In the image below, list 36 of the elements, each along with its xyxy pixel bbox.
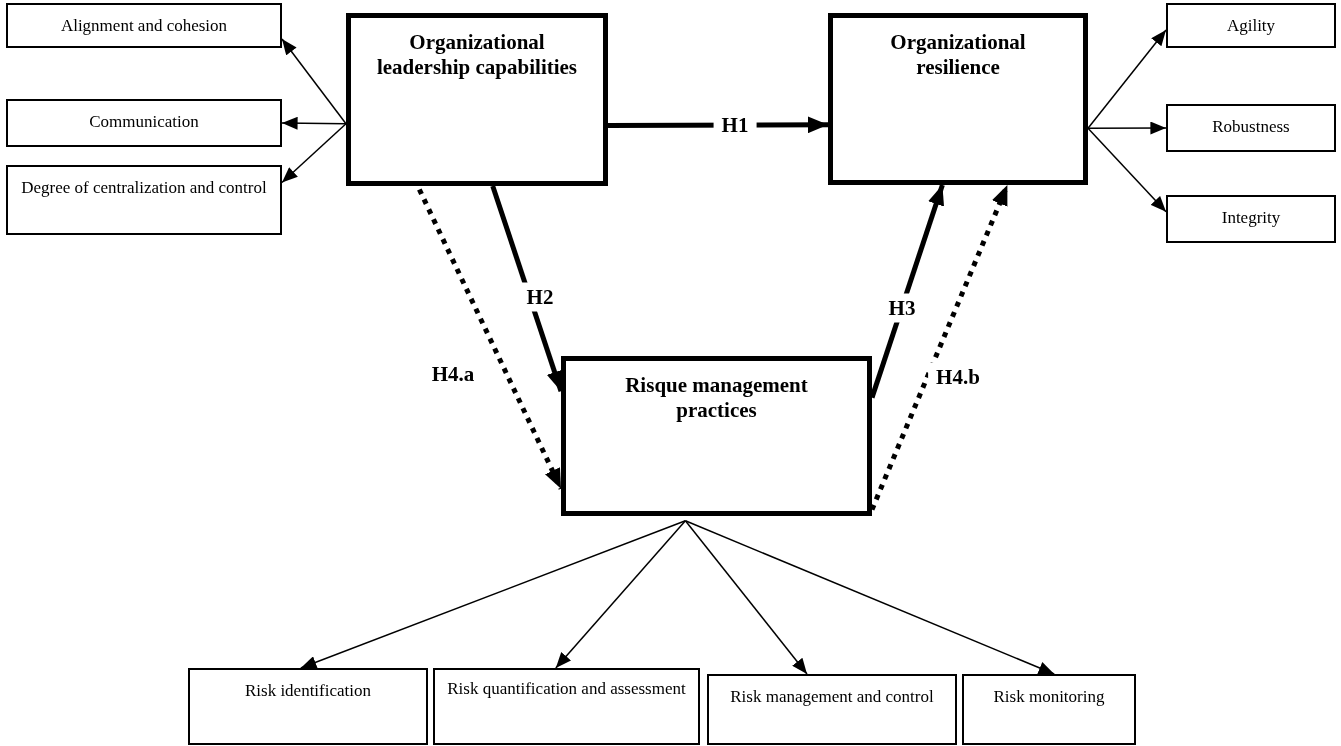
node-text: Risk management and control <box>730 686 934 708</box>
arrow <box>684 520 1055 675</box>
node-text: Risque management practices <box>624 373 809 424</box>
construct-box <box>346 13 608 186</box>
node-text: Communication <box>89 111 199 133</box>
dimension-box <box>1166 195 1336 243</box>
node-text: Agility <box>1226 15 1276 37</box>
node-text: Risk monitoring <box>993 686 1105 708</box>
dimension-box <box>6 99 282 147</box>
node-text: Degree of centralization and control <box>21 177 267 199</box>
construct-box <box>828 13 1088 185</box>
arrow <box>555 520 687 669</box>
dimension-box <box>1166 3 1336 48</box>
node-text: Robustness <box>1212 116 1290 138</box>
arrow <box>1087 29 1167 129</box>
arrow <box>281 38 347 125</box>
dimension-box <box>433 668 700 745</box>
node-text: Risk identification <box>244 680 372 702</box>
arrow <box>300 520 687 669</box>
arrow <box>684 520 808 675</box>
node-text: Organizational leadership capabilities <box>375 30 579 81</box>
node-text: Alignment and cohesion <box>60 15 228 37</box>
construct-box <box>561 356 872 516</box>
dimension-box <box>1166 104 1336 152</box>
dimension-box <box>707 674 957 745</box>
dimension-box <box>6 3 282 48</box>
node-text: Organizational resilience <box>889 30 1027 81</box>
dimension-box <box>188 668 428 745</box>
node-text: Integrity <box>1221 207 1281 229</box>
arrow <box>1087 121 1167 135</box>
arrow <box>1087 127 1167 213</box>
arrow <box>281 122 347 184</box>
node-text: Risk quantification and assessment <box>447 678 686 700</box>
arrow <box>281 116 347 130</box>
dimension-box <box>6 165 282 235</box>
dimension-box <box>962 674 1136 745</box>
